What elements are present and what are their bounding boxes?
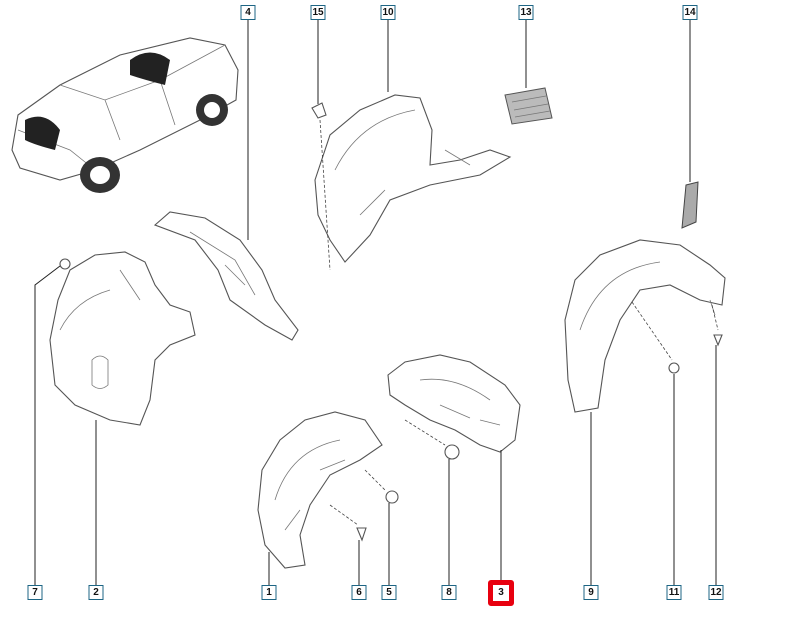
part-10-shape — [314, 94, 512, 263]
callout-5[interactable]: 5 — [381, 585, 397, 600]
part-9-shape — [564, 239, 726, 413]
callout-10[interactable]: 10 — [380, 5, 396, 20]
callout-8[interactable]: 8 — [441, 585, 457, 600]
leader-lines — [34, 20, 717, 585]
callout-14[interactable]: 14 — [682, 5, 698, 20]
callout-1[interactable]: 1 — [261, 585, 277, 600]
callout-4[interactable]: 4 — [240, 5, 256, 20]
part-14-shape — [681, 181, 699, 229]
part-3-shape — [387, 354, 521, 453]
part-13-shape — [504, 87, 553, 125]
callout-6[interactable]: 6 — [351, 585, 367, 600]
callout-9[interactable]: 9 — [583, 585, 599, 600]
callout-2[interactable]: 2 — [88, 585, 104, 600]
part-15-shape — [311, 102, 327, 119]
part-4-shape — [153, 211, 299, 341]
car-illustration — [11, 37, 239, 193]
callout-15[interactable]: 15 — [310, 5, 326, 20]
part-1-shape — [257, 411, 383, 569]
callout-13[interactable]: 13 — [518, 5, 534, 20]
callout-3-highlighted[interactable]: 3 — [488, 580, 514, 606]
callout-12[interactable]: 12 — [708, 585, 724, 600]
part-2-shape — [49, 251, 196, 426]
callout-11[interactable]: 11 — [666, 585, 682, 600]
callout-7[interactable]: 7 — [27, 585, 43, 600]
